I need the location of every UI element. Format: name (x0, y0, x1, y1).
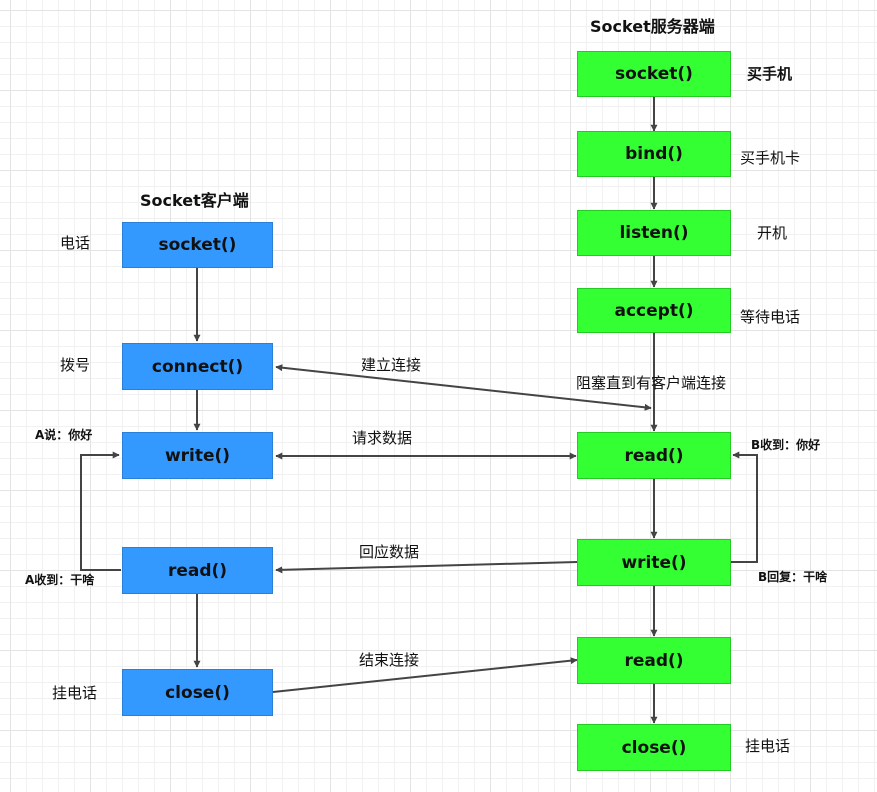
server-bind-box: bind() (577, 131, 731, 177)
server-close-analogy: 挂电话 (745, 737, 791, 755)
server-title: Socket服务器端 (590, 17, 715, 36)
server-accept-analogy: 等待电话 (740, 308, 801, 326)
client-close-analogy: 挂电话 (52, 684, 98, 702)
server-reply-note: B回复：干啥 (758, 570, 828, 584)
client-connect-analogy: 拨号 (60, 356, 91, 374)
arrow-close-link (272, 657, 578, 693)
server-bind-analogy: 买手机卡 (740, 149, 801, 167)
arrow-server-loop (731, 451, 758, 563)
server-write-box: write() (577, 539, 731, 586)
close-link-label: 结束连接 (359, 651, 420, 669)
client-socket-analogy: 电话 (60, 234, 91, 252)
client-say-note: A说：你好 (35, 428, 93, 442)
server-block-note: 阻塞直到有客户端连接 (576, 374, 727, 392)
arrow-connect-link (275, 364, 652, 411)
server-read-box: read() (577, 432, 731, 479)
server-accept-box: accept() (577, 288, 731, 333)
server-close-box: close() (577, 724, 731, 771)
server-read2-box: read() (577, 637, 731, 684)
client-close-box: close() (122, 669, 273, 716)
connect-link-label: 建立连接 (361, 356, 422, 374)
client-read-box: read() (122, 547, 273, 594)
server-socket-box: socket() (577, 51, 731, 97)
server-listen-analogy: 开机 (757, 224, 788, 242)
server-listen-box: listen() (577, 210, 731, 256)
arrow-client-loop (80, 451, 121, 571)
server-socket-analogy: 买手机 (747, 65, 793, 83)
response-link-label: 回应数据 (359, 543, 420, 561)
server-receive-note: B收到：你好 (751, 438, 821, 452)
client-socket-box: socket() (122, 222, 273, 268)
client-connect-box: connect() (122, 343, 273, 390)
client-title: Socket客户端 (140, 191, 249, 210)
client-write-box: write() (122, 432, 273, 479)
arrow-response-link (275, 561, 578, 574)
request-link-label: 请求数据 (352, 429, 413, 447)
client-receive-note: A收到：干啥 (25, 573, 95, 587)
